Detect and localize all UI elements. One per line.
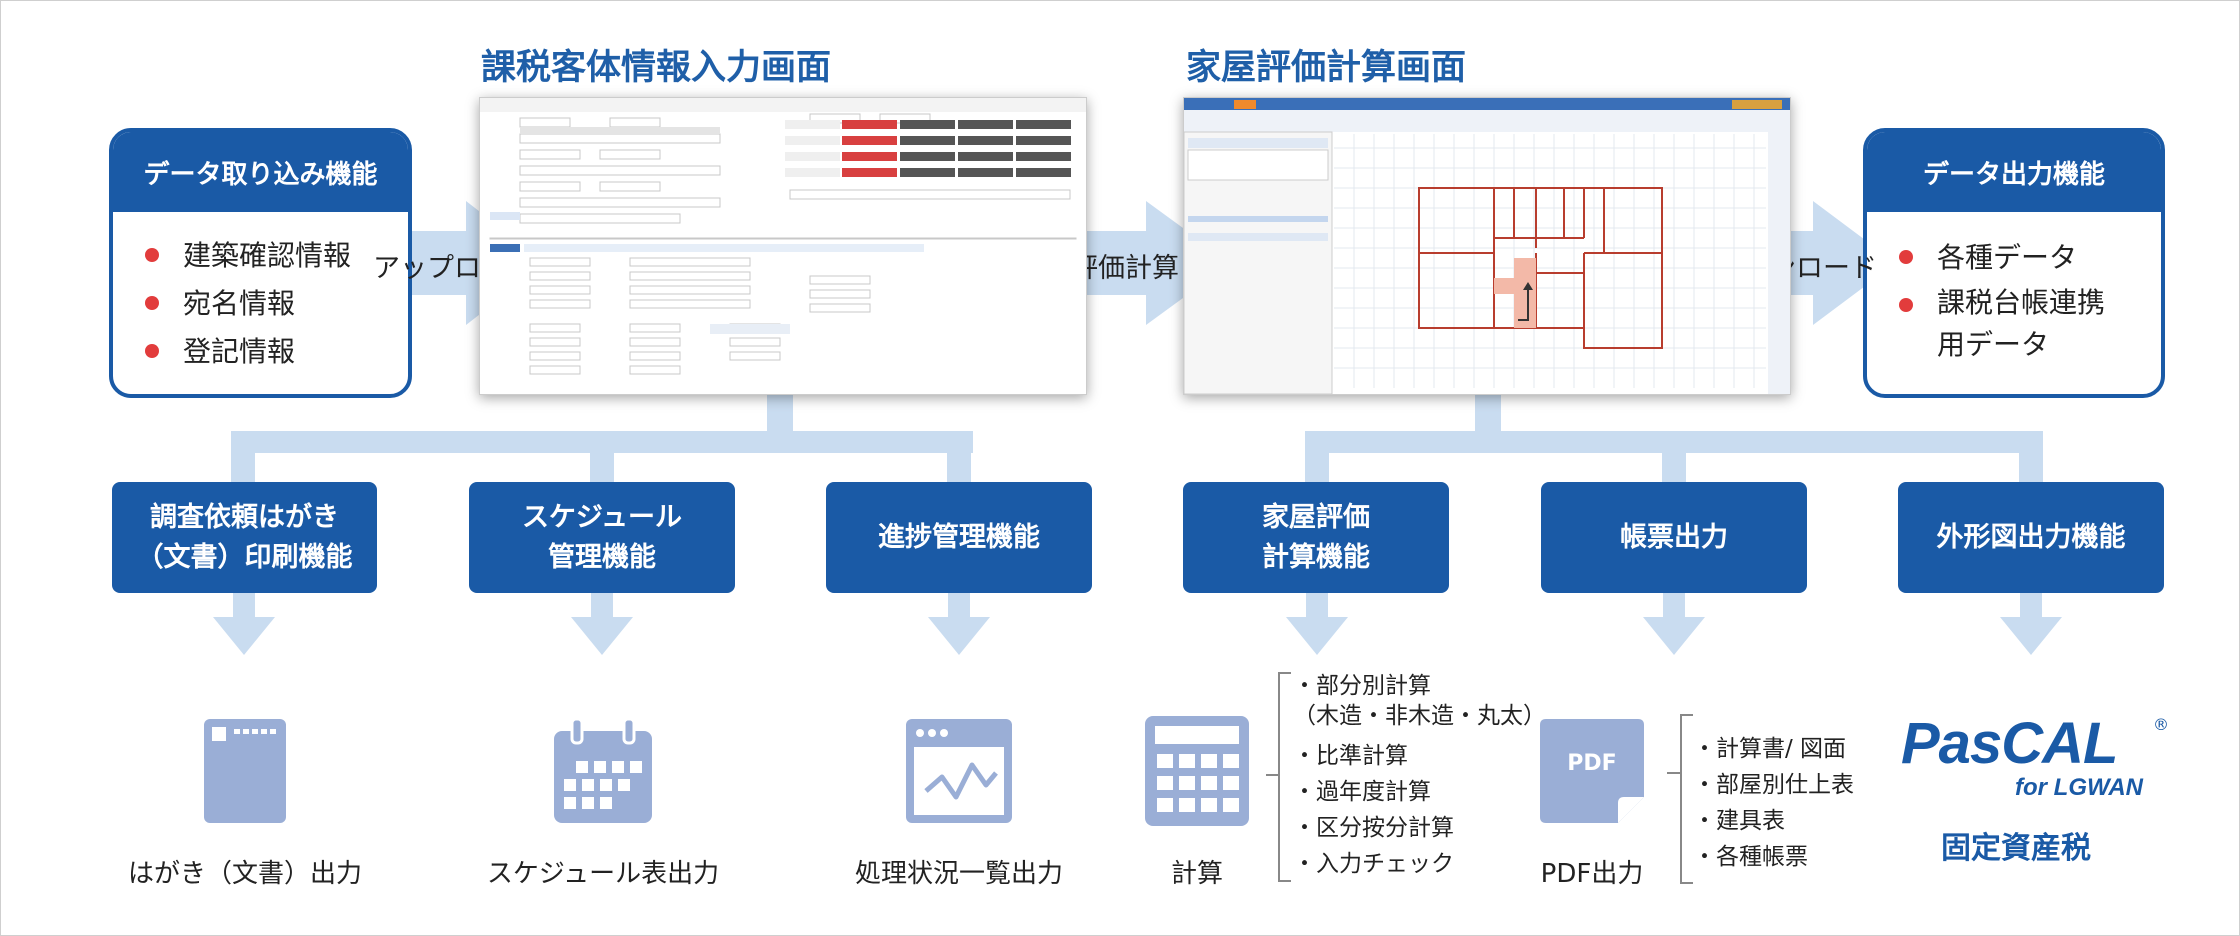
- function-label-line: 進捗管理機能: [878, 521, 1040, 553]
- note-item: ・部屋別仕上表: [1693, 772, 1854, 798]
- calc-notes-bracket: [1266, 672, 1291, 882]
- registered-mark: ®: [2153, 715, 2169, 734]
- note-item: ・比準計算: [1293, 743, 1408, 769]
- house-eval-function-button[interactable]: 家屋評価計算機能: [1183, 482, 1449, 593]
- note-item: ・建具表: [1693, 808, 1785, 834]
- pdf-notes: ・計算書/ 図面 ・部屋別仕上表 ・建具表 ・各種帳票: [1693, 731, 1854, 875]
- note-item: （木造・非木造・丸太）: [1293, 703, 1546, 729]
- function-label-line: 外形図出力機能: [1936, 521, 2126, 553]
- function-label-line: 帳票出力: [1620, 521, 1728, 553]
- schedule-function-button[interactable]: スケジュール管理機能: [469, 482, 735, 593]
- import-list: 建築確認情報 宛名情報 登記情報: [113, 212, 408, 376]
- calendar-icon: [554, 719, 652, 823]
- note-item: ・入力チェック: [1293, 851, 1454, 877]
- down-arrows: [213, 593, 2062, 655]
- note-item: ・部分別計算: [1293, 673, 1431, 699]
- calc-screen-title: 家屋評価計算画面: [1186, 48, 1467, 88]
- function-label-line: 管理機能: [548, 541, 656, 573]
- pdf-notes-bracket: [1667, 714, 1693, 884]
- outline-drawing-function-button[interactable]: 外形図出力機能: [1898, 482, 2164, 593]
- postcard-print-function-button[interactable]: 調査依頼はがき （文書）印刷機能: [112, 482, 377, 593]
- pascal-logo: PasCAL ® for LGWAN: [1901, 713, 2181, 801]
- import-box: データ取り込み機能 建築確認情報 宛名情報 登記情報: [109, 128, 412, 398]
- list-item: 建築確認情報: [137, 232, 408, 280]
- calc-notes: ・部分別計算 （木造・非木造・丸太） ・比準計算 ・過年度計算 ・区分按分計算 …: [1293, 668, 1546, 882]
- list-item: 課税台帳連携用データ: [1891, 282, 2127, 366]
- input-form-mockup: [480, 98, 1086, 375]
- input-screen-thumbnail: [479, 97, 1087, 395]
- input-screen-title: 課税客体情報入力画面: [481, 48, 832, 88]
- note-item: ・過年度計算: [1293, 779, 1431, 805]
- pdf-icon: PDF: [1540, 719, 1644, 823]
- calculator-icon: [1145, 716, 1249, 826]
- evaluate-label: 評価計算: [1071, 253, 1179, 284]
- logo-subtitle: for LGWAN: [2015, 774, 2143, 801]
- note-item: ・計算書/ 図面: [1693, 736, 1847, 762]
- list-item: 宛名情報: [137, 280, 408, 328]
- function-label-line: 家屋評価: [1262, 501, 1370, 533]
- function-label-line: 調査依頼はがき: [150, 501, 339, 533]
- list-item: 各種データ: [1891, 234, 2161, 282]
- pdf-document-shape: [1540, 719, 1644, 823]
- list-item: 登記情報: [137, 328, 408, 376]
- function-label-line: スケジュール: [521, 501, 683, 533]
- report-function-button[interactable]: 帳票出力: [1541, 482, 1807, 593]
- note-item: ・区分按分計算: [1293, 815, 1454, 841]
- function-label-line: （文書）印刷機能: [136, 541, 353, 573]
- import-box-heading: データ取り込み機能: [113, 132, 408, 212]
- status-output-label: 処理状況一覧出力: [854, 859, 1063, 889]
- pdf-icon-text: PDF: [1567, 751, 1617, 776]
- calc-screen-thumbnail: [1183, 97, 1791, 395]
- export-list: 各種データ 課税台帳連携用データ: [1867, 212, 2161, 366]
- function-label-line: 計算機能: [1262, 541, 1370, 573]
- schedule-output-label: スケジュール表出力: [486, 859, 720, 889]
- export-box: データ出力機能 各種データ 課税台帳連携用データ: [1863, 128, 2165, 398]
- progress-function-button[interactable]: 進捗管理機能: [826, 482, 1092, 593]
- pdf-output-label: PDF出力: [1540, 859, 1644, 889]
- note-item: ・各種帳票: [1693, 844, 1808, 870]
- brand-caption: 固定資産税: [1941, 831, 2091, 866]
- logo-wordmark: PasCAL: [1901, 711, 2118, 776]
- export-box-heading: データ出力機能: [1867, 132, 2161, 212]
- status-chart-icon: [906, 719, 1012, 823]
- postcard-output-label: はがき（文書）出力: [127, 859, 362, 889]
- calc-output-label: 計算: [1170, 859, 1223, 889]
- floor-plan-mockup: [1183, 98, 1790, 395]
- postcard-icon: [204, 719, 286, 823]
